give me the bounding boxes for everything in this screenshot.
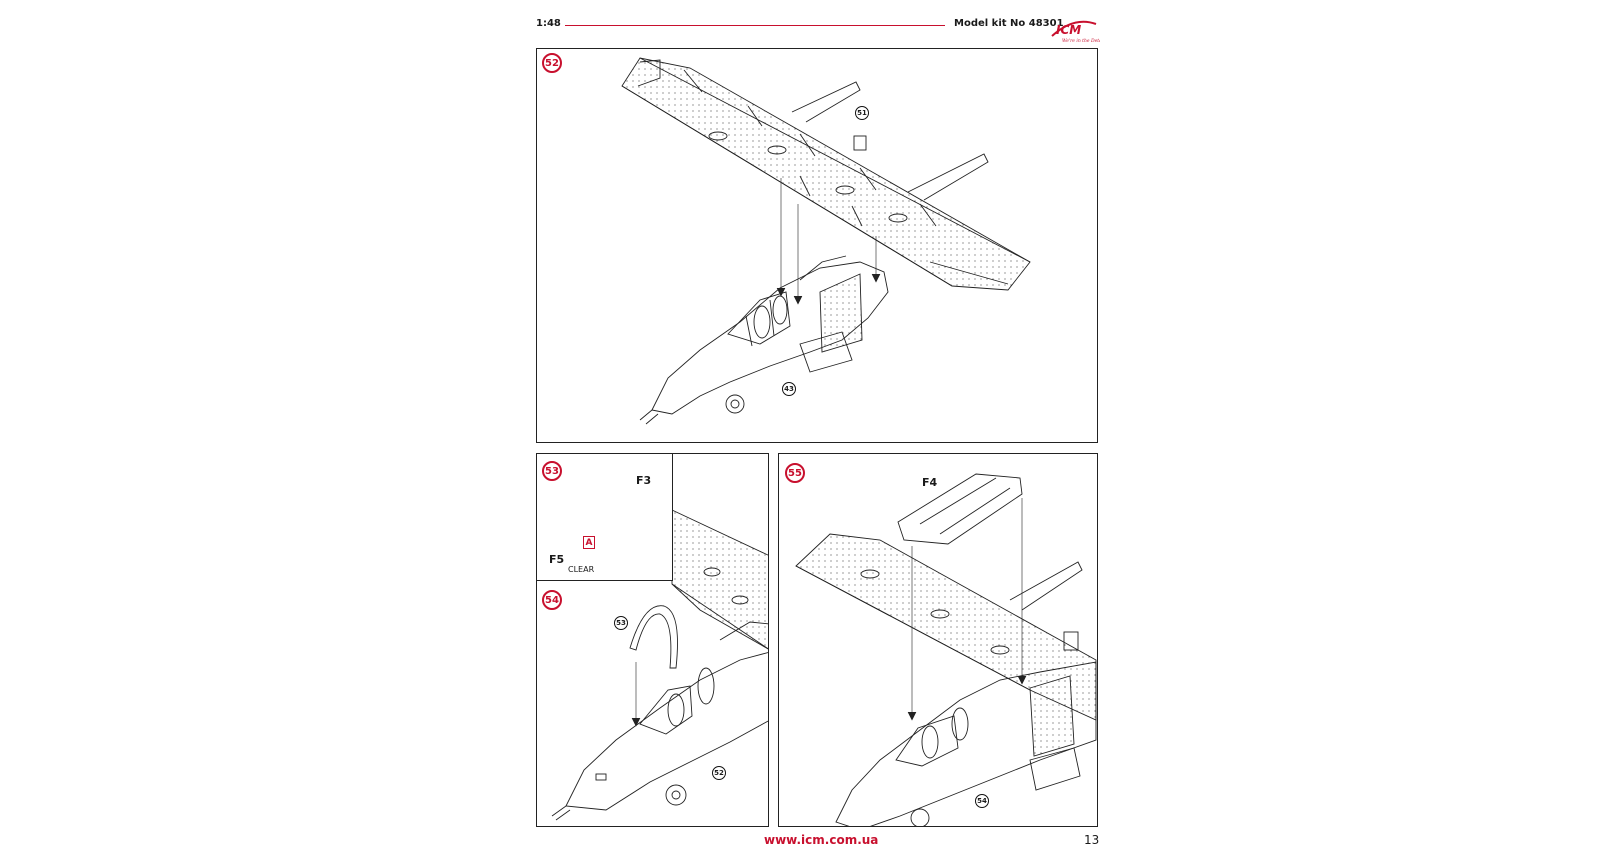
step-52-panel [536,48,1098,443]
svg-text:We're in the Detail: We're in the Detail [1062,38,1100,44]
alignment-arrows [776,178,881,305]
website-link[interactable]: www.icm.com.ua [764,833,879,847]
canopy-f3 [629,605,678,669]
fuselage-55 [835,661,1097,826]
canopy-f4 [897,473,1023,545]
fuselage-assembly [639,255,889,425]
ref-part-54: 54 [975,794,989,808]
wing-partial-54 [671,509,768,650]
header-rule [565,25,945,26]
part-f5-label: F5 [549,553,565,566]
fuselage-54 [551,621,768,821]
ref-part-51: 51 [855,106,869,120]
page-number: 13 [1084,833,1100,847]
ref-part-43: 43 [782,382,796,396]
step-53-badge: 53 [542,461,562,481]
part-f3-label: F3 [636,474,652,487]
step-54-badge: 54 [542,590,562,610]
part-f4-label: F4 [922,476,938,489]
wing-assembly [621,57,1031,291]
icm-logo: ICM We're in the Detail [1051,20,1100,44]
step-55-badge: 55 [785,463,805,483]
paint-code-a: A [583,536,595,549]
svg-text:ICM: ICM [1056,23,1081,37]
ref-part-52: 52 [712,766,726,780]
step-52-badge: 52 [542,53,562,73]
scale-label: 1:48 [536,18,561,29]
clear-label: CLEAR [568,565,595,574]
model-number: Model kit No 48301 [954,18,1064,29]
ref-part-53: 53 [614,616,628,630]
